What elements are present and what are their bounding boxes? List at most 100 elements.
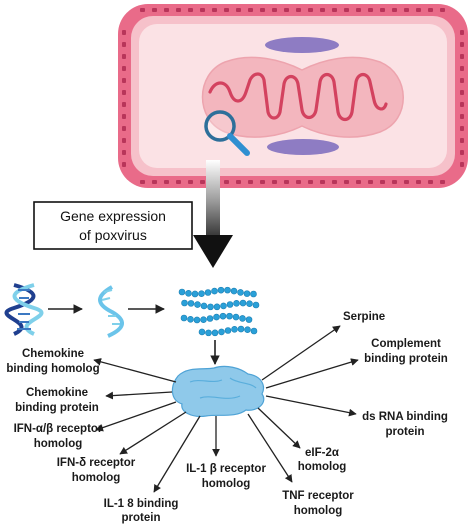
label-dsrna-2: protein bbox=[386, 426, 425, 438]
wall-dot bbox=[284, 180, 289, 184]
wall-dot bbox=[200, 8, 205, 12]
bead bbox=[187, 300, 195, 307]
bead bbox=[204, 289, 212, 296]
bead bbox=[232, 313, 240, 321]
product-arrows bbox=[93, 325, 359, 493]
bead bbox=[237, 325, 245, 333]
wall-dot bbox=[122, 162, 126, 167]
wall-dot bbox=[428, 8, 433, 12]
bead bbox=[200, 316, 207, 323]
bead bbox=[252, 301, 260, 309]
wall-dot bbox=[460, 138, 464, 143]
label-chemoprot-2: binding protein bbox=[15, 402, 99, 414]
wall-dot bbox=[176, 180, 181, 184]
wall-dot bbox=[122, 90, 126, 95]
wall-dot bbox=[440, 8, 445, 12]
wall-dot bbox=[272, 8, 277, 12]
wall-dot bbox=[460, 66, 464, 71]
bead bbox=[213, 303, 221, 311]
bead bbox=[191, 290, 199, 298]
bead bbox=[237, 289, 244, 296]
plasmid-top bbox=[265, 37, 339, 53]
wall-dot bbox=[460, 90, 464, 95]
bead bbox=[239, 315, 246, 322]
wall-dot bbox=[152, 180, 157, 184]
plasmid-bottom bbox=[267, 139, 339, 155]
arrow-dsrna bbox=[265, 395, 357, 417]
bead bbox=[245, 316, 253, 323]
polypeptide-chain bbox=[178, 286, 260, 337]
wall-dot bbox=[460, 30, 464, 35]
bead bbox=[231, 326, 238, 333]
wall-dot bbox=[236, 180, 241, 184]
bead bbox=[194, 301, 201, 308]
bead bbox=[246, 300, 253, 307]
arrow-chemohom bbox=[93, 358, 177, 383]
wall-dot bbox=[460, 126, 464, 131]
label-tnf-1: TNF receptor bbox=[282, 490, 354, 502]
wall-dot bbox=[140, 180, 145, 184]
arrow-complement bbox=[265, 358, 359, 389]
label-serpine: Serpine bbox=[343, 311, 385, 323]
wall-dot bbox=[404, 180, 409, 184]
wall-dot bbox=[164, 8, 169, 12]
wall-dot bbox=[308, 180, 313, 184]
bead bbox=[244, 326, 251, 333]
label-complement-2: binding protein bbox=[364, 353, 448, 365]
wall-dot bbox=[356, 8, 361, 12]
wall-dot bbox=[392, 8, 397, 12]
bead bbox=[181, 299, 188, 307]
bead bbox=[230, 287, 238, 295]
label-complement-1: Complement bbox=[371, 338, 441, 350]
wall-dot bbox=[296, 8, 301, 12]
wall-dot bbox=[188, 8, 193, 12]
product-labels: Serpine Complement binding protein ds RN… bbox=[6, 311, 448, 524]
wall-dot bbox=[122, 66, 126, 71]
wall-dot bbox=[122, 42, 126, 47]
wall-dot bbox=[272, 180, 277, 184]
bead bbox=[224, 327, 232, 334]
wall-dot bbox=[344, 180, 349, 184]
wall-dot bbox=[460, 42, 464, 47]
label-chemohom-2: binding homolog bbox=[6, 363, 99, 375]
wall-dot bbox=[224, 8, 229, 12]
mrna-strand bbox=[98, 285, 124, 338]
label-il18-2: protein bbox=[122, 512, 161, 524]
label-ifnd-1: IFN-δ receptor bbox=[57, 457, 136, 469]
wall-dot bbox=[122, 78, 126, 83]
bead bbox=[193, 316, 201, 324]
wall-dot bbox=[236, 8, 241, 12]
bead bbox=[217, 286, 225, 294]
label-dsrna-1: ds RNA binding bbox=[362, 411, 448, 423]
bead bbox=[198, 290, 205, 297]
wall-dot bbox=[200, 180, 205, 184]
gene-expression-box: Gene expression of poxvirus bbox=[33, 201, 193, 250]
wall-dot bbox=[164, 180, 169, 184]
wall-dot bbox=[368, 8, 373, 12]
wall-dot bbox=[320, 180, 325, 184]
wall-dot bbox=[122, 30, 126, 35]
wall-dot bbox=[122, 150, 126, 155]
bead bbox=[213, 313, 220, 321]
label-tnf-2: homolog bbox=[294, 505, 343, 517]
wall-dot bbox=[440, 180, 445, 184]
bead bbox=[226, 312, 233, 320]
arrow-eif bbox=[257, 407, 301, 449]
label-eif-1: eIF-2α bbox=[305, 447, 339, 459]
wall-dot bbox=[392, 180, 397, 184]
bead bbox=[250, 290, 257, 298]
bacterial-cell bbox=[118, 4, 468, 188]
bead bbox=[224, 286, 231, 294]
arrow-chemoprot bbox=[105, 391, 173, 400]
bead bbox=[220, 302, 227, 310]
wall-dot bbox=[332, 180, 337, 184]
wall-dot bbox=[460, 102, 464, 107]
bead bbox=[180, 314, 188, 322]
expression-box-line1: Gene expression bbox=[60, 208, 166, 224]
bead bbox=[219, 312, 227, 320]
label-chemohom-1: Chemokine bbox=[22, 348, 84, 360]
wall-dot bbox=[122, 102, 126, 107]
bead bbox=[243, 290, 251, 297]
wall-dot bbox=[460, 78, 464, 83]
